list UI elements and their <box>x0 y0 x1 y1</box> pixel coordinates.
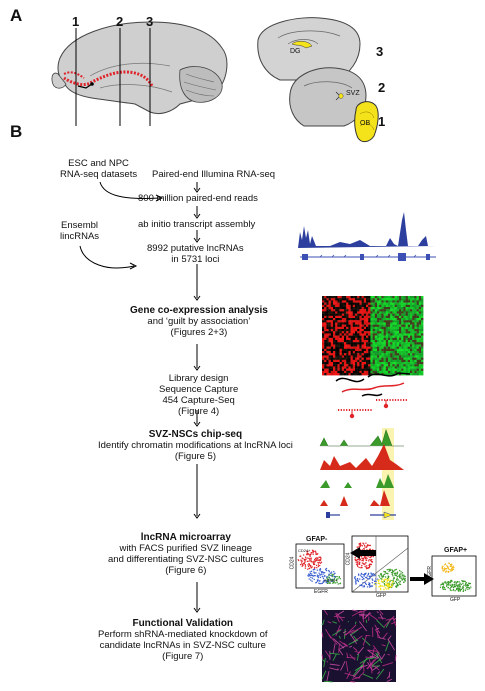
validation-line-1: Perform shRNA-mediated knockdown of <box>98 629 268 640</box>
input-illumina: Paired-end Illumina RNA-seq <box>152 169 276 180</box>
facs-right-xaxis: GFP <box>450 597 461 603</box>
validation-line-3: (Figure 7) <box>162 651 204 662</box>
facs-arrow-right <box>410 573 434 585</box>
facs-cd24-gate-label: CD24+ <box>298 548 311 553</box>
facs-mid-yaxis: CD24 <box>345 552 352 566</box>
chip-seq-step: SVZ-NSCs chip-seq Identify chromatin mod… <box>98 429 293 462</box>
ob-label: OB <box>360 120 371 127</box>
facs-left-yaxis: CD24 <box>289 556 296 570</box>
facs-left-xaxis: EGFR <box>314 589 328 595</box>
putative-line-1: 8992 putative lncRNAs <box>147 243 244 254</box>
library-line-3: 454 Capture-Seq <box>162 395 235 406</box>
panel-b-label: B <box>10 122 23 141</box>
ensembl-input: Ensembl lincRNAs <box>60 220 99 242</box>
sagittal-line-label-2: 2 <box>116 14 124 29</box>
capture-seq-illustration <box>335 372 411 419</box>
facs-middle-plot <box>351 535 409 593</box>
microarray-line-1: with FACS purified SVZ lineage <box>119 543 253 554</box>
flow-arrows <box>79 181 201 613</box>
facs-gfap-neg-plot <box>295 543 345 589</box>
library-line-1: Library design <box>168 373 229 384</box>
coronal-section-1 <box>354 101 379 143</box>
facs-gfap-pos-plot <box>431 555 477 597</box>
coronal-label-2: 2 <box>378 80 386 95</box>
coexpression-title: Gene co-expression analysis <box>130 305 268 316</box>
input-left-line-1: ESC and NPC <box>68 158 129 169</box>
chip-line-1: Identify chromatin modifications at lncR… <box>98 440 293 451</box>
chip-title: SVZ-NSCs chip-seq <box>148 429 243 440</box>
coexpression-line-2: (Figures 2+3) <box>170 327 228 338</box>
microarray-title: lncRNA microarray <box>140 532 231 543</box>
library-line-2: Sequence Capture <box>159 384 239 395</box>
ensembl-line-1: Ensembl <box>61 220 99 231</box>
sagittal-line-label-3: 3 <box>146 14 154 29</box>
coronal-section-3 <box>257 17 361 81</box>
ensembl-line-2: lincRNAs <box>60 231 100 242</box>
chip-line-2: (Figure 5) <box>174 451 217 462</box>
facs-arrow-left <box>350 547 376 559</box>
assembly-step: ab initio transcript assembly <box>138 219 256 230</box>
facs-mid-xaxis: GFP <box>376 593 387 599</box>
coexpression-line-1: and ‘guilt by association’ <box>147 316 251 327</box>
coverage-track <box>296 210 436 261</box>
facs-right-yaxis: EGFR <box>426 566 433 580</box>
dg-label: DG <box>290 48 301 55</box>
validation-step: Functional Validation Perform shRNA-medi… <box>98 618 268 662</box>
library-design-step: Library design Sequence Capture 454 Capt… <box>159 373 238 417</box>
input-left-line-2: RNA-seq datasets <box>60 169 138 180</box>
microarray-line-2: and differentiating SVZ-NSC cultures <box>108 554 264 565</box>
immunofluorescence-image <box>321 609 397 683</box>
coronal-label-1: 1 <box>378 114 386 129</box>
facs-gfap-neg-title: GFAP- <box>306 536 328 543</box>
validation-line-2: candidate lncRNAs in SVZ-NSC culture <box>99 640 266 651</box>
sagittal-brain <box>51 21 228 115</box>
facs-gfap-pos-title: GFAP+ <box>444 547 468 554</box>
putative-lncrnas-step: 8992 putative lncRNAs in 5731 loci <box>147 243 244 265</box>
putative-line-2: in 5731 loci <box>171 254 220 265</box>
validation-title: Functional Validation <box>132 618 234 629</box>
coexpression-step: Gene co-expression analysis and ‘guilt b… <box>130 305 268 338</box>
library-line-4: (Figure 4) <box>178 406 220 417</box>
chip-seq-tracks <box>319 428 404 520</box>
input-datasets: ESC and NPC RNA-seq datasets <box>60 158 137 180</box>
coronal-label-3: 3 <box>376 44 384 59</box>
facs-egfr-gate-label: EGFR+ <box>324 578 338 583</box>
microarray-line-3: (Figure 6) <box>165 565 207 576</box>
sagittal-line-label-1: 1 <box>72 14 80 29</box>
panel-a-label: A <box>10 6 23 25</box>
microarray-step: lncRNA microarray with FACS purified SVZ… <box>108 532 264 576</box>
coexpression-heatmap <box>322 296 424 376</box>
svz-label: SVZ <box>346 90 360 97</box>
reads-step: 800 million paired-end reads <box>138 193 258 204</box>
coronal-section-2 <box>289 67 367 127</box>
